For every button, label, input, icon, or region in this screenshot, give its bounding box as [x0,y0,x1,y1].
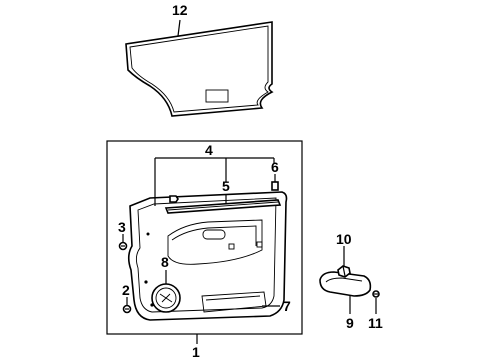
part-5-weatherstrip [164,199,282,214]
callout-2: 2 [122,282,130,298]
leader-lines [122,19,377,344]
callout-12: 12 [172,2,188,18]
callout-11: 11 [368,315,383,331]
callout-7: 7 [283,298,291,314]
callout-6: 6 [271,159,279,175]
part-1-assembly-box [106,140,303,335]
callout-4: 4 [205,142,213,158]
callout-8: 8 [161,254,169,270]
callout-10: 10 [336,231,352,247]
part-11-screw [372,290,380,298]
part-8-speaker [151,283,181,313]
callout-5: 5 [222,178,230,194]
callout-9: 9 [346,315,354,331]
part-10-clip [337,265,351,278]
callout-1: 1 [192,344,200,360]
callout-3: 3 [118,219,126,235]
callout-labels: 12 4 6 5 3 8 2 7 1 10 9 11 [118,2,383,360]
part-6-clip [271,178,279,191]
part-12-watershield [125,21,274,117]
part-2-screw [122,304,132,314]
part-3-screw [118,241,128,251]
trim-clip-left [169,195,179,203]
part-9-pull-handle [319,271,372,297]
